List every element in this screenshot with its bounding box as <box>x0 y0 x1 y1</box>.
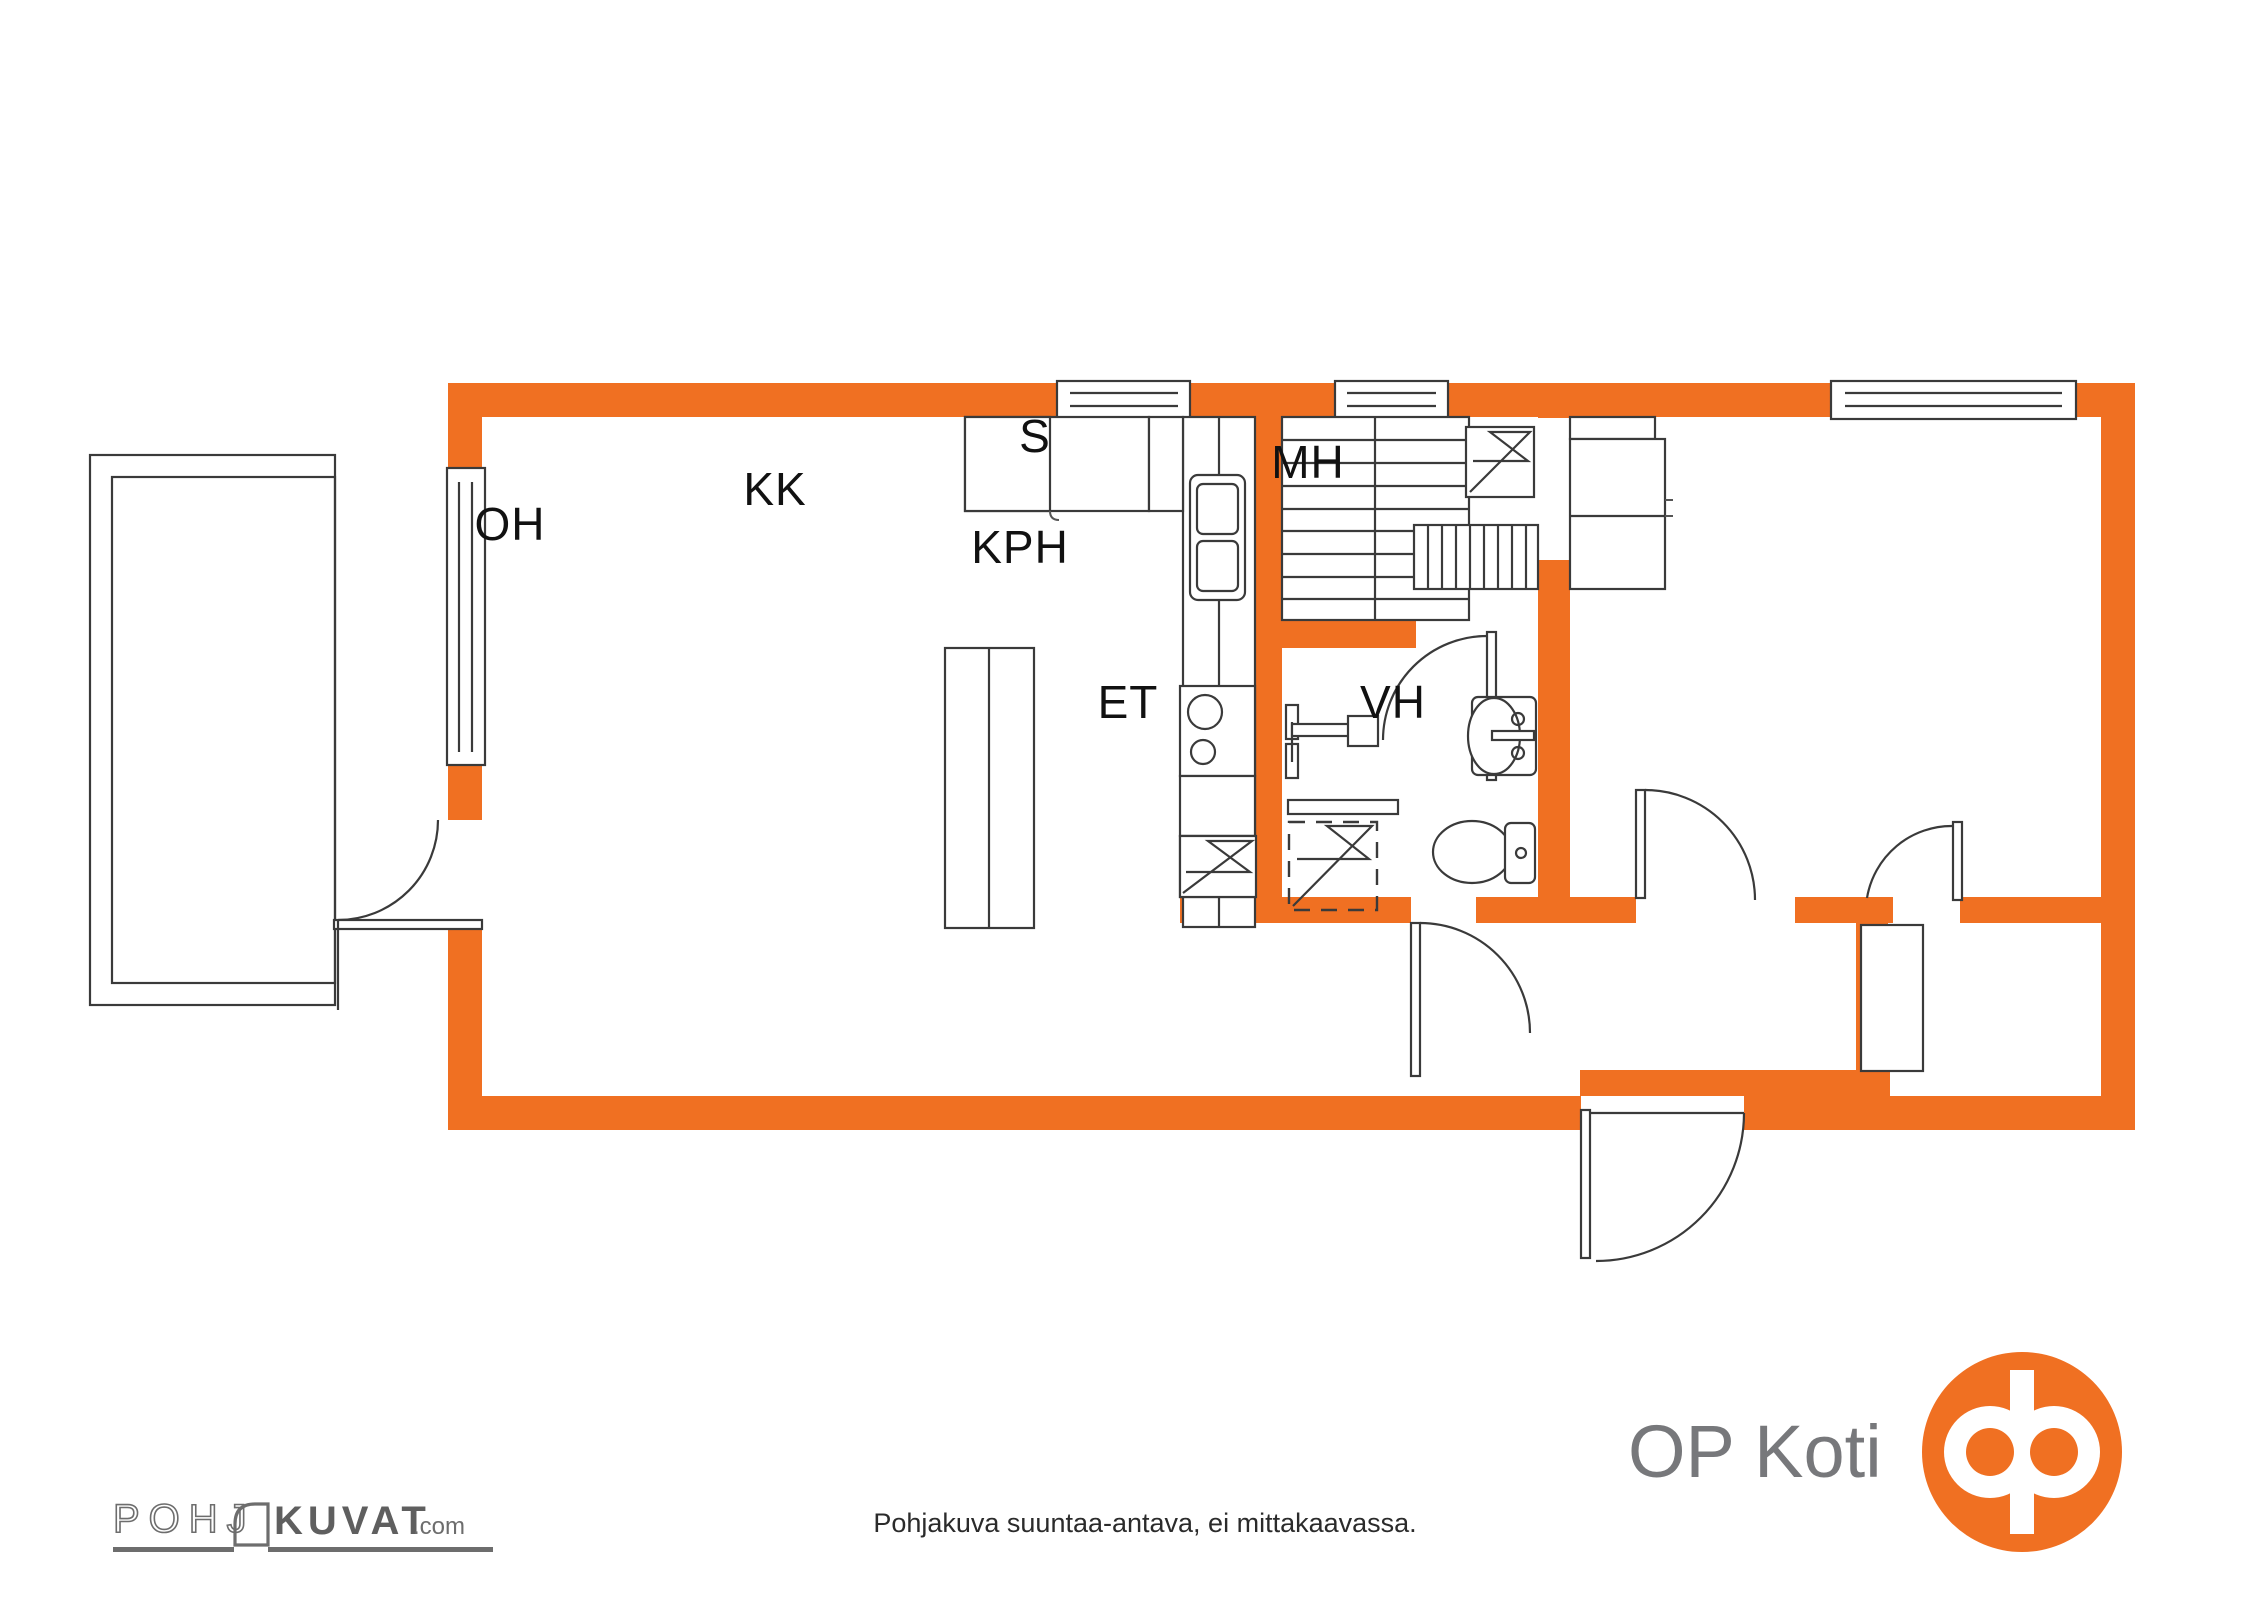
sauna-fixtures <box>1412 425 1540 591</box>
wc-toilet <box>1431 819 1537 885</box>
kitchen-sink <box>1188 473 1247 602</box>
pohjakuvat-wordmark: POHJ KUVAT .com <box>112 1496 493 1552</box>
pohjakuvat-suffix-text: .com <box>413 1513 465 1540</box>
terrace-outline <box>88 453 337 1007</box>
left-window-living <box>445 466 487 767</box>
wardrobe-mh <box>1568 415 1673 591</box>
underline-left <box>113 1547 234 1552</box>
top-window-bedroom <box>1829 379 2078 421</box>
wash-basin <box>1466 695 1538 777</box>
closet-door-vh <box>1865 820 1964 902</box>
house-arch-icon <box>233 1502 270 1547</box>
room-label-et: ET <box>1098 676 1159 728</box>
pohjakuvat-logo[interactable]: POHJ KUVAT .com <box>112 1490 493 1585</box>
upper-cabinets <box>963 415 1151 521</box>
stove-oven <box>1178 834 1258 899</box>
room-label-mh: MH <box>1271 436 1345 488</box>
room-labels: OH KK S KPH MH ET VH <box>475 410 1426 728</box>
room-label-kk: KK <box>743 463 806 515</box>
pohjakuvat-bold-text: KUVAT <box>274 1499 431 1543</box>
op-koti-logo[interactable]: OP Koti <box>1628 1352 2122 1552</box>
entrance-door <box>1579 1108 1746 1263</box>
room-label-kph: KPH <box>971 521 1069 573</box>
windows <box>445 379 2078 767</box>
shower-mixer <box>1284 703 1380 780</box>
op-koti-text: OP Koti <box>1628 1410 1882 1493</box>
room-label-oh: OH <box>475 498 546 550</box>
wardrobe-oh <box>943 646 1036 930</box>
washer <box>1287 820 1379 912</box>
sauna-heater <box>1464 425 1536 499</box>
cooktop <box>1178 684 1257 778</box>
sauna-bench <box>1412 523 1540 591</box>
top-window-kitchen <box>1055 379 1192 421</box>
bedroom-fixtures <box>1568 415 1673 591</box>
bathroom-door-south <box>1409 921 1532 1078</box>
room-label-s: S <box>1019 410 1051 462</box>
top-window-stairs <box>1333 379 1450 421</box>
kitchen-fixtures <box>943 415 1258 930</box>
et-closet <box>1859 923 1925 1073</box>
op-circle-logo <box>1921 1352 2122 1552</box>
disclaimer-caption: Pohjakuva suuntaa-antava, ei mittakaavas… <box>873 1508 1417 1538</box>
room-label-vh: VH <box>1360 676 1426 728</box>
towel-rail <box>1286 798 1400 816</box>
underline-right <box>268 1547 493 1552</box>
terrace-door <box>332 819 484 1010</box>
bathroom-fixtures <box>1284 695 1538 912</box>
pohjakuvat-outline-text: POHJ <box>113 1497 256 1541</box>
bedroom-door <box>1634 788 1757 901</box>
exterior-walls <box>448 383 2135 1130</box>
